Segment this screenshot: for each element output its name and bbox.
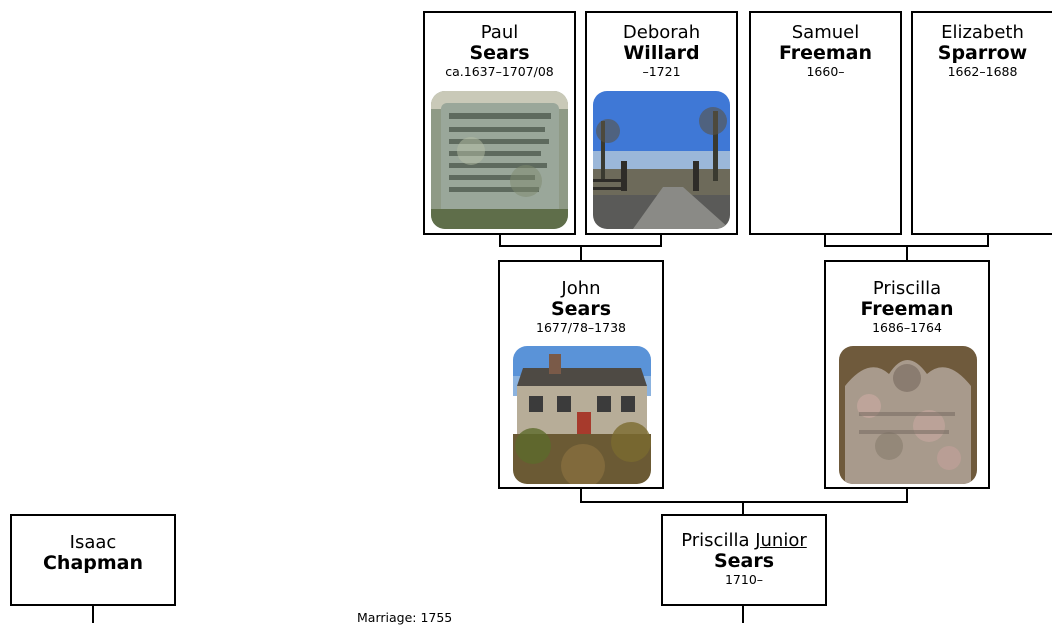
surname: Chapman <box>42 552 144 574</box>
life-dates: 1710– <box>724 572 764 587</box>
surname: Sears <box>469 42 530 64</box>
person-card-isaac-chapman[interactable]: Isaac Chapman <box>10 514 176 606</box>
life-dates: ca.1637–1707/08 <box>445 64 554 79</box>
life-dates: 1660– <box>806 64 845 79</box>
house-photo[interactable] <box>513 346 651 484</box>
given-name: Samuel <box>791 22 860 43</box>
connector-line <box>906 245 908 261</box>
surname: Sparrow <box>937 42 1028 64</box>
person-card-paul-sears[interactable]: Paul Sears ca.1637–1707/08 <box>423 11 576 235</box>
given-name-text: Priscilla <box>681 530 750 551</box>
person-card-samuel-freeman[interactable]: Samuel Freeman 1660– <box>749 11 902 235</box>
surname: Willard <box>623 42 700 64</box>
connector-line <box>499 234 501 246</box>
life-dates: 1677/78–1738 <box>536 320 626 335</box>
given-name: Isaac <box>69 532 117 553</box>
connector-line <box>742 501 744 515</box>
connector-line <box>660 234 662 246</box>
connector-line <box>580 501 908 503</box>
given-name: Priscilla <box>872 278 942 299</box>
given-name: John <box>561 278 601 299</box>
person-card-deborah-willard[interactable]: Deborah Willard –1721 <box>585 11 738 235</box>
surname: Sears <box>550 298 612 320</box>
given-name: Elizabeth <box>941 22 1024 43</box>
person-card-priscilla-junior-sears[interactable]: Priscilla Junior Sears 1710– <box>661 514 827 606</box>
given-name: Paul <box>480 22 519 43</box>
surname: Freeman <box>778 42 873 64</box>
gravestone-photo[interactable] <box>431 91 568 229</box>
life-dates: –1721 <box>642 64 681 79</box>
life-dates: 1662–1688 <box>947 64 1018 79</box>
connector-line <box>742 605 744 623</box>
connector-line <box>580 245 582 261</box>
person-card-elizabeth-sparrow[interactable]: Elizabeth Sparrow 1662–1688 <box>911 11 1052 235</box>
connector-line <box>580 488 582 502</box>
connector-line <box>92 605 94 623</box>
cemetery-gate-photo[interactable] <box>593 91 730 229</box>
connector-line <box>906 488 908 502</box>
marriage-label: Marriage: 1755 <box>357 610 453 625</box>
person-card-priscilla-freeman[interactable]: Priscilla Freeman 1686–1764 <box>824 260 990 489</box>
connector-line <box>987 234 989 246</box>
given-name: Priscilla Junior <box>663 530 825 551</box>
nickname: Junior <box>755 530 807 551</box>
connector-line <box>824 234 826 246</box>
given-name: Deborah <box>622 22 701 43</box>
surname: Freeman <box>860 298 954 320</box>
life-dates: 1686–1764 <box>872 320 942 335</box>
surname: Sears <box>713 550 775 572</box>
person-card-john-sears[interactable]: John Sears 1677/78–1738 <box>498 260 664 489</box>
gravestone-photo[interactable] <box>839 346 977 484</box>
